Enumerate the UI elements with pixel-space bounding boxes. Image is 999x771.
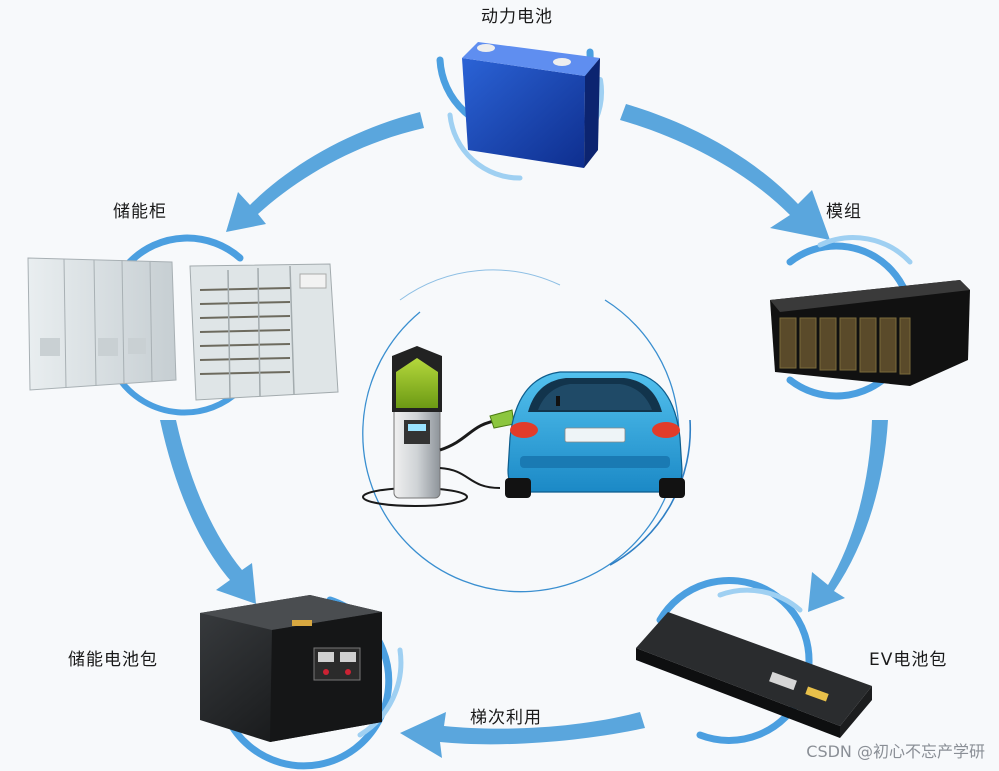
arrow-cabinet-to-pack xyxy=(160,420,256,604)
label-storage-cabinet: 储能柜 xyxy=(113,202,167,222)
label-power-battery: 动力电池 xyxy=(481,7,553,27)
label-ev-pack: EV电池包 xyxy=(869,650,948,670)
label-storage-pack: 储能电池包 xyxy=(68,650,158,670)
power-battery-image xyxy=(436,42,604,181)
label-module: 模组 xyxy=(826,202,862,222)
arrow-power-to-cabinet xyxy=(226,112,424,232)
arrow-power-to-module xyxy=(620,104,830,240)
arrow-ev-to-storage xyxy=(400,712,645,758)
arrow-module-to-ev xyxy=(808,420,888,612)
ev-pack-image xyxy=(636,576,872,744)
storage-cabinet-image xyxy=(27,234,339,416)
module-image xyxy=(770,235,970,400)
watermark: CSDN @初心不忘产学研 xyxy=(806,742,985,761)
label-cascade-use: 梯次利用 xyxy=(470,708,542,728)
storage-pack-image xyxy=(200,595,404,770)
ev-charging-icon xyxy=(362,269,692,593)
